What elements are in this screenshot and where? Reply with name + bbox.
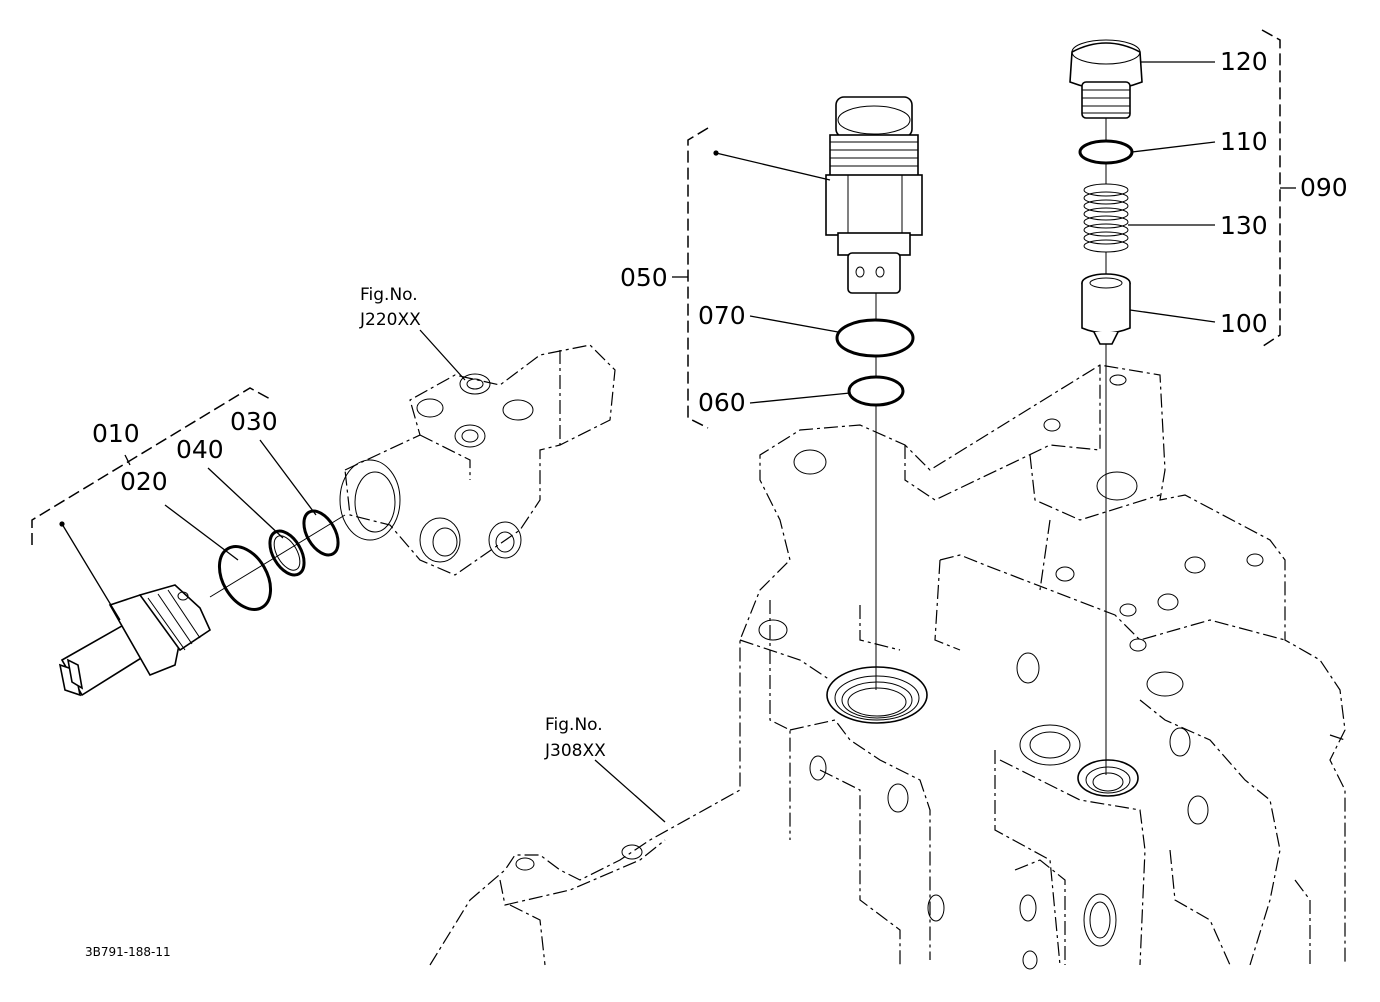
o-ring-060 bbox=[847, 375, 905, 407]
relief-valve-cartridge-010 bbox=[58, 584, 212, 697]
label-040: 040 bbox=[176, 435, 224, 464]
fig-ref-j220-title: Fig.No. bbox=[360, 285, 418, 305]
bracket-050 bbox=[687, 127, 709, 429]
label-120: 120 bbox=[1220, 47, 1268, 76]
bracket-010 bbox=[31, 387, 273, 545]
label-010: 010 bbox=[92, 419, 140, 448]
bracket-090 bbox=[1259, 29, 1281, 349]
label-130: 130 bbox=[1220, 211, 1268, 240]
backup-ring-040 bbox=[268, 529, 306, 577]
spring-130 bbox=[1083, 183, 1129, 253]
drawing-code: 3B791-188-11 bbox=[85, 945, 171, 959]
plug-120 bbox=[1069, 39, 1143, 119]
fig-ref-j308-title: Fig.No. bbox=[545, 715, 603, 735]
label-100: 100 bbox=[1220, 309, 1268, 338]
label-070: 070 bbox=[698, 301, 746, 330]
main-valve-housing bbox=[429, 364, 1346, 970]
poppet-100 bbox=[1081, 273, 1131, 345]
fig-ref-j308-code: J308XX bbox=[544, 741, 606, 761]
cartridge-valve-050 bbox=[825, 96, 923, 294]
o-ring-070 bbox=[835, 318, 915, 358]
leader-lines bbox=[59, 61, 1296, 823]
label-060: 060 bbox=[698, 388, 746, 417]
valve-block-j220 bbox=[339, 344, 616, 576]
o-ring-110 bbox=[1078, 139, 1134, 165]
label-110: 110 bbox=[1220, 127, 1268, 156]
o-ring-020 bbox=[217, 545, 273, 611]
label-050: 050 bbox=[620, 263, 668, 292]
label-030: 030 bbox=[230, 407, 278, 436]
label-020: 020 bbox=[120, 467, 168, 496]
fig-ref-j220-code: J220XX bbox=[359, 310, 421, 330]
o-ring-030 bbox=[302, 509, 340, 557]
label-090: 090 bbox=[1300, 173, 1348, 202]
